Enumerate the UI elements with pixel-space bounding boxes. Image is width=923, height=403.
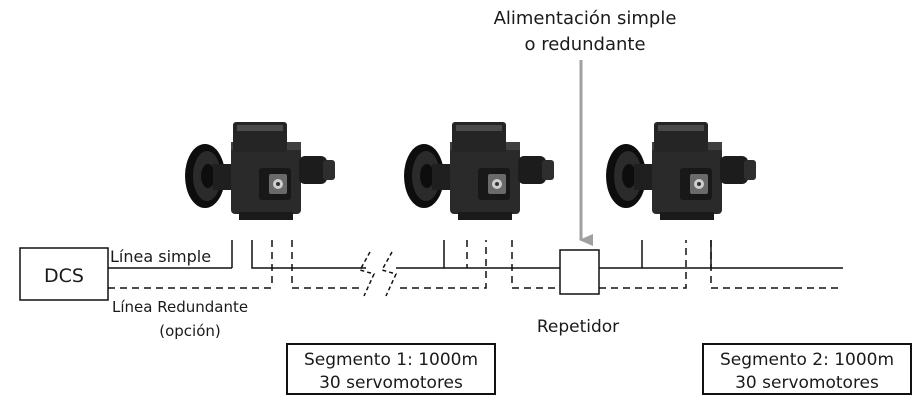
segment-1-length: Segmento 1: 1000m [304, 350, 478, 370]
servomotor-actuator-icon [185, 122, 335, 220]
redundant-bus-line [108, 240, 843, 289]
dcs-label: DCS [44, 265, 84, 287]
redundant-line-label-line1: Línea Redundante [112, 298, 248, 316]
power-label-line1: Alimentación simple [494, 8, 677, 29]
cable-break-mark [358, 251, 398, 297]
segment-2-count: 30 servomotores [735, 373, 879, 393]
servomotor-actuator-icon [404, 122, 554, 220]
repeater-box [559, 249, 600, 295]
simple-line-label: Línea simple [110, 247, 211, 266]
segment-1-count: 30 servomotores [319, 373, 463, 393]
segment-1-box [286, 343, 496, 395]
dcs-box [19, 247, 109, 301]
servomotor-actuator-icon [606, 122, 756, 220]
segment-2-length: Segmento 2: 1000m [720, 350, 894, 370]
redundant-line-label-line2: (opción) [159, 322, 221, 340]
power-label-line2: o redundante [524, 34, 645, 55]
segment-2-box [702, 343, 912, 395]
repeater-label: Repetidor [537, 317, 619, 337]
simple-bus-line [108, 240, 843, 269]
